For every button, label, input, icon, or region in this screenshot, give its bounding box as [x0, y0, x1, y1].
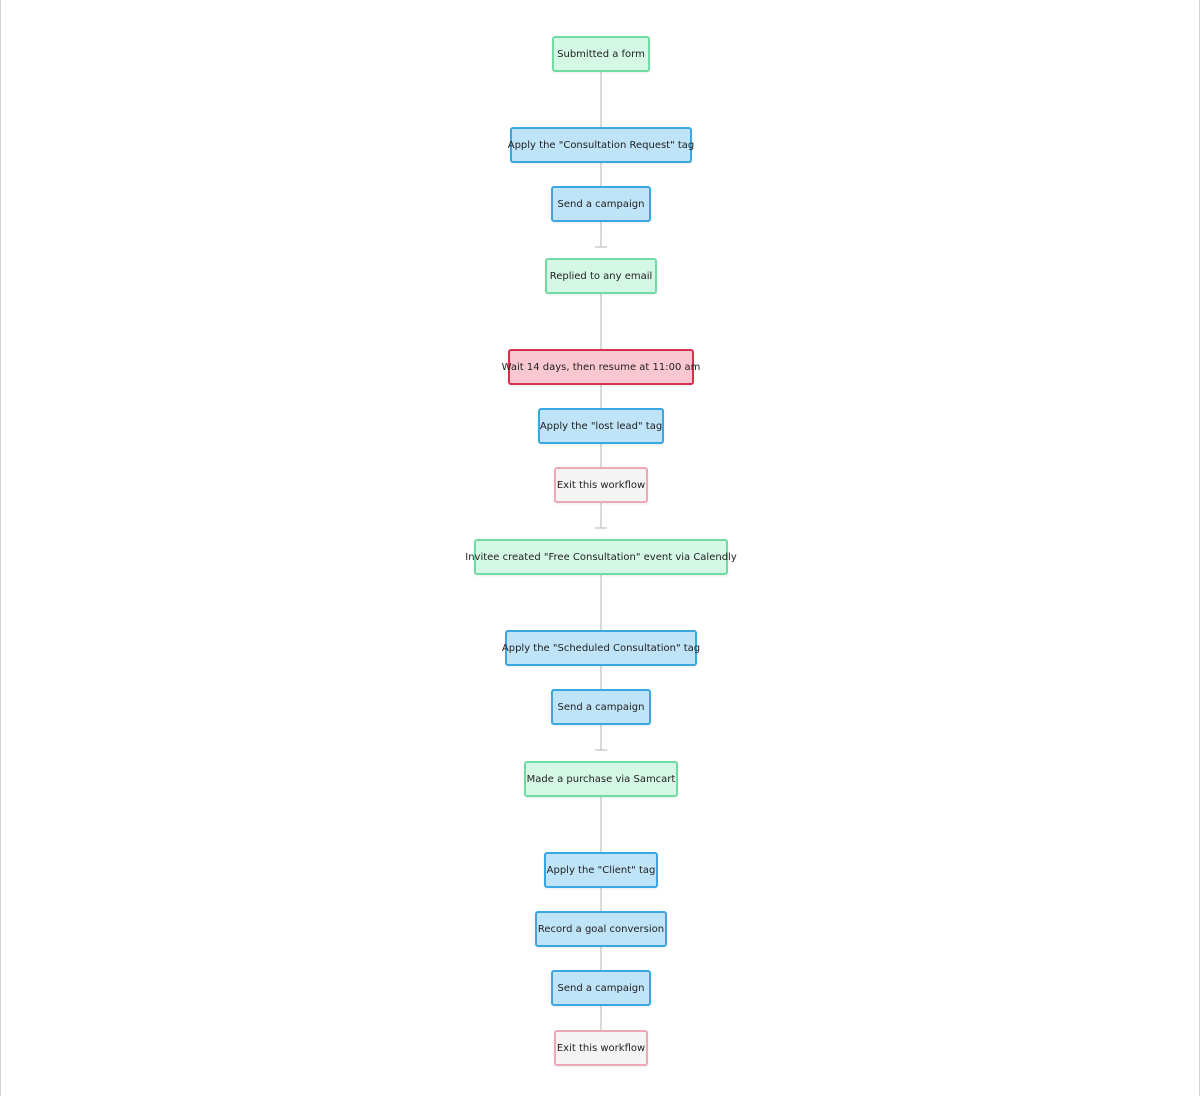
action-node-apply-consultation-request-tag[interactable]: Apply the "Consultation Request" tag — [507, 127, 695, 163]
action-node-apply-scheduled-consultation-tag[interactable]: Apply the "Scheduled Consultation" tag — [501, 630, 701, 666]
action-node-send-campaign[interactable]: Send a campaign — [551, 689, 651, 725]
node-label: Wait 14 days, then resume at 11:00 am — [501, 361, 701, 373]
exit-node[interactable]: Exit this workflow — [554, 1030, 648, 1066]
node-label: Apply the "lost lead" tag — [539, 420, 663, 432]
trigger-node-calendly-event[interactable]: Invitee created "Free Consultation" even… — [465, 539, 737, 575]
node-label: Apply the "Consultation Request" tag — [507, 139, 695, 151]
trigger-node-submitted-form[interactable]: Submitted a form — [552, 36, 650, 72]
action-node-send-campaign[interactable]: Send a campaign — [551, 186, 651, 222]
exit-node[interactable]: Exit this workflow — [554, 467, 648, 503]
node-label: Exit this workflow — [556, 479, 646, 491]
node-label: Send a campaign — [557, 701, 645, 713]
trigger-node-samcart-purchase[interactable]: Made a purchase via Samcart — [524, 761, 678, 797]
wait-node-14-days[interactable]: Wait 14 days, then resume at 11:00 am — [502, 349, 700, 385]
node-label: Made a purchase via Samcart — [526, 773, 676, 785]
node-label: Invitee created "Free Consultation" even… — [465, 551, 737, 563]
action-node-apply-lost-lead-tag[interactable]: Apply the "lost lead" tag — [538, 408, 664, 444]
node-label: Record a goal conversion — [537, 923, 665, 935]
node-label: Submitted a form — [557, 48, 645, 60]
node-label: Exit this workflow — [556, 1042, 646, 1054]
trigger-node-replied-email[interactable]: Replied to any email — [545, 258, 657, 294]
action-node-record-goal-conversion[interactable]: Record a goal conversion — [535, 911, 667, 947]
node-label: Send a campaign — [557, 198, 645, 210]
node-label: Apply the "Client" tag — [546, 864, 656, 876]
action-node-apply-client-tag[interactable]: Apply the "Client" tag — [544, 852, 658, 888]
action-node-send-campaign[interactable]: Send a campaign — [551, 970, 651, 1006]
node-label: Send a campaign — [557, 982, 645, 994]
node-label: Replied to any email — [549, 270, 653, 282]
node-label: Apply the "Scheduled Consultation" tag — [501, 642, 701, 654]
